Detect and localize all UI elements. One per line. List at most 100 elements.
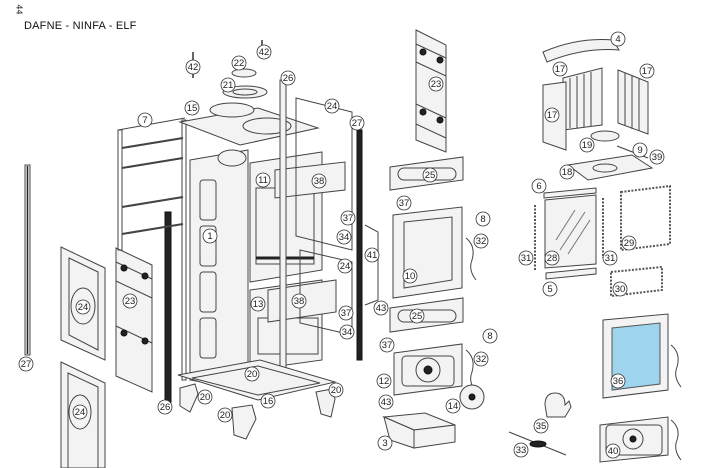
part-callout-28: 28 xyxy=(544,250,560,266)
callout-circle xyxy=(533,418,549,434)
callout-circle xyxy=(377,435,393,451)
air-regulator-14 xyxy=(459,384,485,410)
gasket-30 xyxy=(610,265,663,298)
callout-circle xyxy=(610,31,626,47)
callout-number: 12 xyxy=(379,376,390,387)
callout-number: 40 xyxy=(608,446,619,457)
part-callout-35: 35 xyxy=(533,418,549,434)
callout-number: 29 xyxy=(624,238,635,249)
callout-circle xyxy=(409,308,425,324)
gasket-29 xyxy=(620,184,671,252)
trim-panel-25-lower xyxy=(389,297,464,333)
part-callout-24: 24 xyxy=(337,258,353,274)
part-callout-34: 34 xyxy=(336,229,352,245)
grate-18 xyxy=(566,154,654,181)
callout-circle xyxy=(378,394,394,410)
part-callout-23: 23 xyxy=(122,293,138,309)
part-callout-9: 9 xyxy=(632,142,648,158)
side-panel-23-right xyxy=(415,29,447,153)
part-callout-18: 18 xyxy=(559,164,575,180)
callout-circle xyxy=(552,61,568,77)
firebrick-17-right xyxy=(617,69,649,135)
handle-32-upper xyxy=(465,237,477,281)
part-callout-22: 22 xyxy=(231,55,247,71)
callout-circle xyxy=(376,373,392,389)
handle-36 xyxy=(670,344,682,388)
part-callout-26: 26 xyxy=(157,399,173,415)
part-callout-37: 37 xyxy=(379,337,395,353)
callout-circle xyxy=(428,76,444,92)
part-callout-37: 37 xyxy=(396,195,412,211)
part-callout-3: 3 xyxy=(377,435,393,451)
callout-circle xyxy=(396,195,412,211)
glass-retainer-5 xyxy=(545,267,597,280)
baffle-4 xyxy=(542,39,620,63)
part-callout-39: 39 xyxy=(649,149,665,165)
part-callout-20: 20 xyxy=(197,389,213,405)
callout-circle xyxy=(422,167,438,183)
callout-circle xyxy=(349,115,365,131)
part-callout-26: 26 xyxy=(280,70,296,86)
callout-circle xyxy=(518,250,534,266)
callout-number: 26 xyxy=(283,73,294,84)
callout-number: 22 xyxy=(234,58,245,69)
callout-circle xyxy=(610,373,626,389)
part-callout-24: 24 xyxy=(324,98,340,114)
callout-circle xyxy=(339,324,355,340)
callout-number: 13 xyxy=(253,299,264,310)
callout-number: 9 xyxy=(637,145,642,156)
part-callout-31: 31 xyxy=(602,250,618,266)
callout-number: 37 xyxy=(341,308,352,319)
callout-number: 8 xyxy=(487,331,492,342)
callout-number: 23 xyxy=(125,296,136,307)
gasket-rod-26-center xyxy=(279,79,287,381)
callout-number: 37 xyxy=(399,198,410,209)
part-callout-27: 27 xyxy=(18,356,34,372)
callout-number: 3 xyxy=(382,438,387,449)
callout-number: 17 xyxy=(547,110,558,121)
part-callout-27: 27 xyxy=(349,115,365,131)
callout-number: 5 xyxy=(547,284,552,295)
gasket-rod-27-left xyxy=(24,164,31,356)
callout-number: 43 xyxy=(376,303,387,314)
callout-number: 19 xyxy=(582,140,593,151)
callout-number: 14 xyxy=(448,401,459,412)
part-callout-20: 20 xyxy=(217,407,233,423)
part-callout-11: 11 xyxy=(255,172,271,188)
callout-number: 20 xyxy=(220,410,231,421)
callout-number: 17 xyxy=(555,64,566,75)
callout-circle xyxy=(255,172,271,188)
callout-number: 25 xyxy=(425,170,436,181)
side-panel-23-left xyxy=(115,247,153,393)
callout-number: 11 xyxy=(258,175,268,186)
callout-circle xyxy=(185,59,201,75)
callout-circle xyxy=(18,356,34,372)
grate-ring-19 xyxy=(590,130,620,142)
callout-circle xyxy=(291,293,307,309)
callout-circle xyxy=(649,149,665,165)
callout-circle xyxy=(445,398,461,414)
part-callout-15: 15 xyxy=(184,100,200,116)
callout-circle xyxy=(337,258,353,274)
callout-circle xyxy=(220,77,236,93)
callout-circle xyxy=(280,70,296,86)
callout-circle xyxy=(197,389,213,405)
part-callout-16: 16 xyxy=(260,393,276,409)
callout-number: 34 xyxy=(342,327,353,338)
part-callout-17: 17 xyxy=(544,107,560,123)
callout-number: 25 xyxy=(412,311,423,322)
handle-40 xyxy=(670,419,682,461)
callout-circle xyxy=(231,55,247,71)
gasket-rod-27-right xyxy=(356,129,363,361)
ash-door-12 xyxy=(393,343,463,396)
callout-circle xyxy=(311,173,327,189)
callout-circle xyxy=(602,250,618,266)
callout-number: 32 xyxy=(476,354,487,365)
callout-number: 20 xyxy=(331,385,342,396)
callout-circle xyxy=(75,299,91,315)
callout-circle xyxy=(605,443,621,459)
callout-number: 34 xyxy=(339,232,350,243)
callout-number: 41 xyxy=(367,250,378,261)
callout-number: 27 xyxy=(21,359,32,370)
part-callout-1: 1 xyxy=(202,228,218,244)
